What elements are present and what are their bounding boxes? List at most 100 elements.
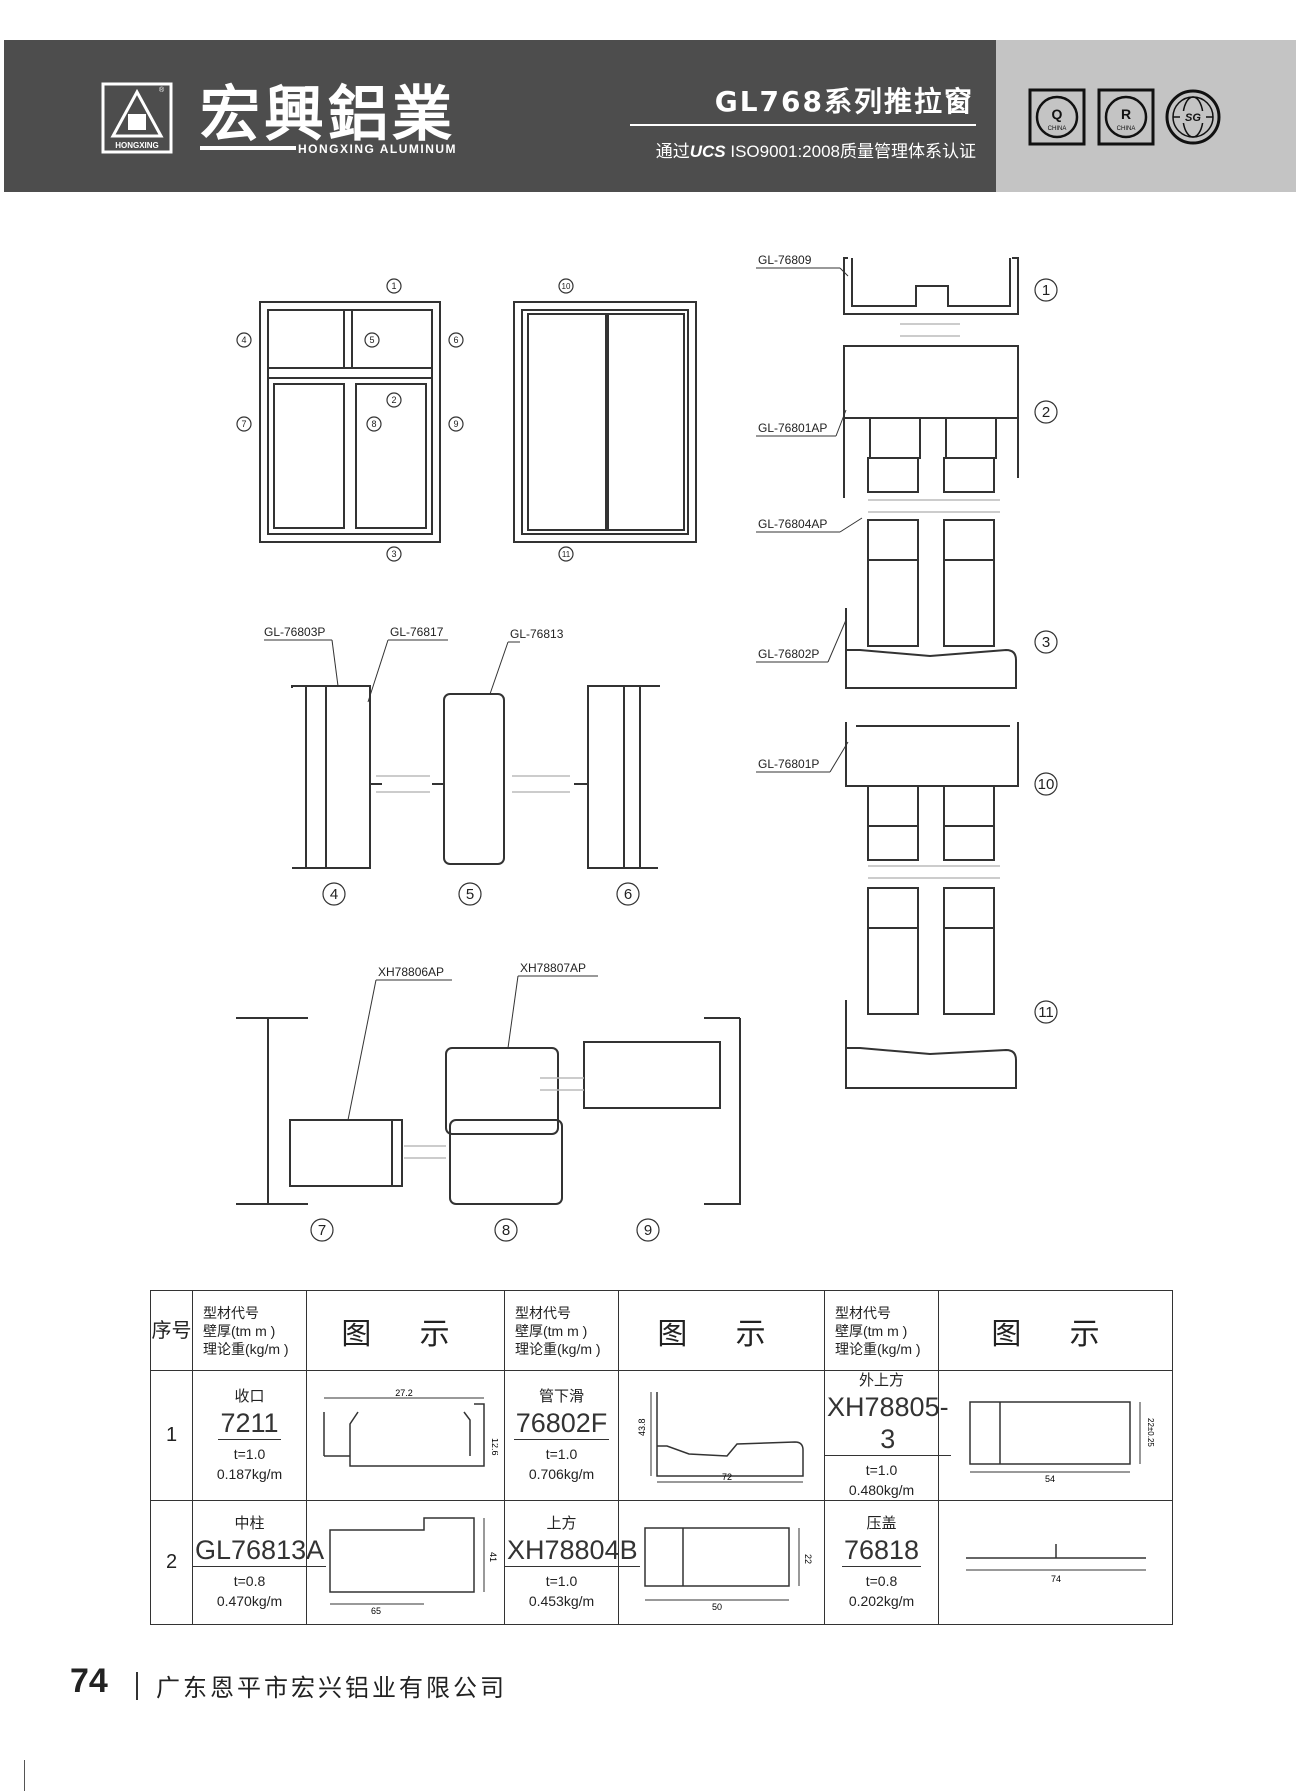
profile-figure: 65 41 — [306, 1500, 505, 1625]
svg-text:54: 54 — [1044, 1474, 1054, 1484]
svg-text:1: 1 — [391, 281, 396, 291]
marker-5: 5 — [466, 886, 474, 903]
profile-figure: 74 — [938, 1500, 1173, 1625]
profile-76802f-drawing: 43.8 72 — [637, 1391, 804, 1482]
page-header: HONGXING ® 宏興鋁業 HONGXING ALUMINUM GL768系… — [4, 40, 1296, 192]
svg-text:22: 22 — [803, 1554, 813, 1564]
sgs-globe-badge-icon: SG — [1165, 89, 1221, 145]
cert-ucs-mark: UCS — [689, 142, 726, 161]
svg-text:R: R — [1121, 106, 1131, 122]
profile-figure: 43.8 72 — [618, 1370, 825, 1501]
svg-text:74: 74 — [1050, 1574, 1060, 1584]
svg-text:10: 10 — [562, 282, 571, 291]
footer-divider — [136, 1672, 138, 1700]
figure-header: 图 示 — [306, 1290, 505, 1371]
svg-text:11: 11 — [562, 550, 571, 559]
callout-gl76803p: GL-76803P — [264, 625, 325, 639]
series-title: GL768系列推拉窗 — [714, 85, 974, 118]
brand-name-cn: 宏興鋁業 — [200, 80, 456, 150]
profile-gl76813a-drawing: 65 41 — [328, 1516, 498, 1616]
certification-line: 通过UCS ISO9001:2008质量管理体系认证 — [628, 137, 976, 162]
window-elevation-transom — [259, 301, 441, 543]
profile-info: 外上方 XH78805-3 t=1.0 0.480kg/m — [824, 1370, 951, 1501]
marker-8: 8 — [502, 1222, 510, 1239]
profile-info: 收口 7211 t=1.0 0.187kg/m — [192, 1370, 307, 1501]
figure-header: 图 示 — [938, 1290, 1173, 1371]
profiles-4-5-6 — [291, 685, 660, 869]
svg-text:6: 6 — [453, 335, 458, 345]
marker-4: 4 — [330, 886, 338, 903]
profile-info: 中柱 GL76813A t=0.8 0.470kg/m — [192, 1500, 327, 1625]
profile-7211-drawing: 27.2 12.6 — [322, 1388, 498, 1467]
header-dark-band — [4, 40, 996, 192]
hongxing-logo-icon: HONGXING ® — [101, 82, 173, 154]
profile-spec-table: 序号 型材代号壁厚(tm m )理论重(kg/m ) 图 示 型材代号壁厚(tm… — [150, 1290, 1173, 1625]
callout-gl76817: GL-76817 — [390, 625, 444, 639]
svg-text:2: 2 — [391, 395, 396, 405]
info-header: 型材代号壁厚(tm m )理论重(kg/m ) — [192, 1290, 307, 1371]
table-header-row: 序号 型材代号壁厚(tm m )理论重(kg/m ) 图 示 型材代号壁厚(tm… — [150, 1290, 1173, 1371]
marker-3: 3 — [1042, 634, 1050, 651]
svg-text:50: 50 — [711, 1602, 721, 1612]
brand-name-en: HONGXING ALUMINUM — [298, 142, 458, 156]
callout-gl76809: GL-76809 — [758, 253, 812, 267]
callout-gl76801ap: GL-76801AP — [758, 421, 827, 435]
svg-text:12.6: 12.6 — [490, 1438, 498, 1456]
table-row: 1 收口 7211 t=1.0 0.187kg/m 27.2 12.6 管下滑 … — [150, 1370, 1173, 1501]
figure-header: 图 示 — [618, 1290, 825, 1371]
cert-prefix: 通过 — [655, 142, 690, 161]
svg-text:27.2: 27.2 — [395, 1388, 413, 1398]
callout-gl76802p: GL-76802P — [758, 647, 819, 661]
row-seq: 1 — [150, 1370, 193, 1501]
profile-info: 上方 XH78804B t=1.0 0.453kg/m — [504, 1500, 640, 1625]
marker-10: 10 — [1038, 776, 1055, 793]
window-elevation-sliding — [513, 301, 697, 543]
r-china-badge-icon: R CHINA — [1097, 88, 1155, 146]
profile-stack-lower — [845, 722, 1019, 1089]
svg-text:CHINA: CHINA — [1048, 126, 1067, 132]
callout-gl76801p: GL-76801P — [758, 757, 819, 771]
svg-text:8: 8 — [371, 419, 376, 429]
margin-mark — [24, 1760, 25, 1791]
svg-text:22±0.25: 22±0.25 — [1146, 1418, 1155, 1447]
marker-1: 1 — [1042, 282, 1050, 299]
callout-xh78806ap: XH78806AP — [378, 965, 444, 979]
svg-text:4: 4 — [241, 335, 246, 345]
marker-6: 6 — [624, 886, 632, 903]
table-row: 2 中柱 GL76813A t=0.8 0.470kg/m 65 41 上方 X… — [150, 1500, 1173, 1625]
svg-text:72: 72 — [721, 1472, 731, 1482]
technical-drawings: GL-76809 GL-76801AP GL-76804AP GL-76802P… — [236, 253, 1058, 1242]
header-divider — [630, 124, 976, 126]
svg-text:3: 3 — [391, 549, 396, 559]
info-header: 型材代号壁厚(tm m )理论重(kg/m ) — [824, 1290, 939, 1371]
q-china-badge-icon: Q CHINA — [1028, 88, 1086, 146]
svg-text:65: 65 — [370, 1606, 380, 1616]
profile-figure: 50 22 — [618, 1500, 825, 1625]
profile-xh78804b-drawing: 50 22 — [643, 1526, 813, 1612]
svg-text:43.8: 43.8 — [637, 1418, 647, 1436]
svg-text:Q: Q — [1052, 106, 1063, 122]
marker-2: 2 — [1042, 404, 1050, 421]
svg-text:SG: SG — [1185, 112, 1201, 124]
svg-text:®: ® — [159, 86, 165, 94]
profile-figure: 27.2 12.6 — [306, 1370, 505, 1501]
seq-header: 序号 — [150, 1290, 193, 1371]
marker-7: 7 — [318, 1222, 326, 1239]
svg-text:CHINA: CHINA — [1117, 126, 1136, 132]
svg-text:41: 41 — [488, 1552, 498, 1562]
company-name: 广东恩平市宏兴铝业有限公司 — [156, 1674, 507, 1702]
row-seq: 2 — [150, 1500, 193, 1625]
info-header: 型材代号壁厚(tm m )理论重(kg/m ) — [504, 1290, 619, 1371]
svg-text:5: 5 — [369, 335, 374, 345]
profile-stack-upper — [843, 257, 1019, 689]
marker-9: 9 — [644, 1222, 652, 1239]
profile-xh78805-drawing: 54 22±0.25 — [968, 1400, 1155, 1484]
callout-xh78807ap: XH78807AP — [520, 961, 586, 975]
profiles-7-8-9 — [236, 1017, 741, 1205]
profile-figure: 54 22±0.25 — [938, 1370, 1173, 1501]
profile-info: 管下滑 76802F t=1.0 0.706kg/m — [504, 1370, 619, 1501]
page-number: 74 — [70, 1662, 108, 1700]
logo-text: HONGXING — [115, 141, 159, 150]
cert-suffix: ISO9001:2008质量管理体系认证 — [730, 142, 976, 161]
callout-gl76813: GL-76813 — [510, 627, 564, 641]
